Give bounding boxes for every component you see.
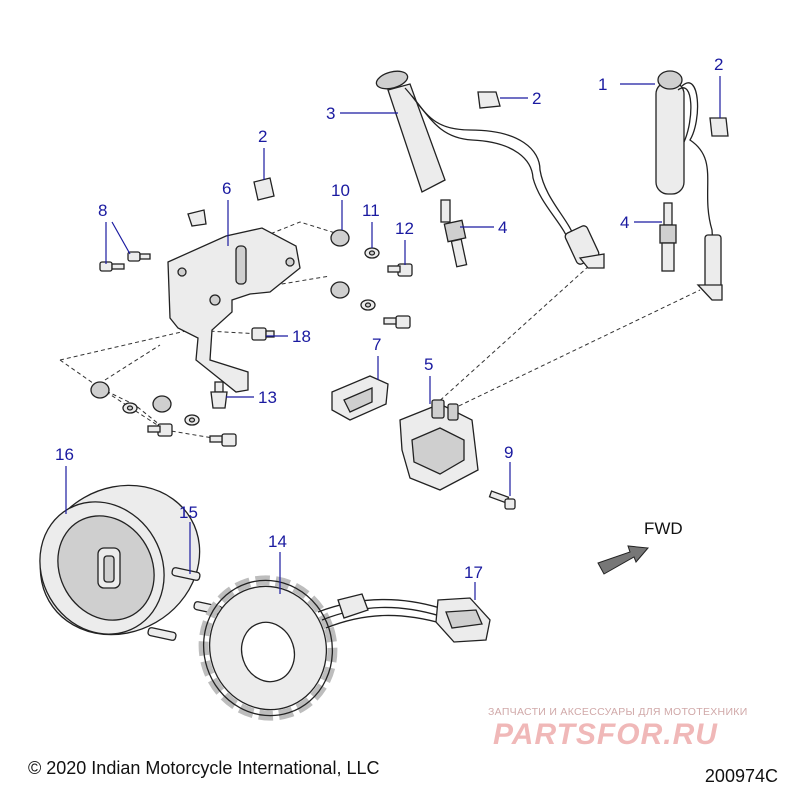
callout-15: 15 xyxy=(179,503,198,522)
callout-2-bracket: 2 xyxy=(258,127,267,146)
leader-lines xyxy=(65,76,721,600)
watermark-tagline: ЗАПЧАСТИ И АКСЕССУАРЫ ДЛЯ МОТОТЕХНИКИ xyxy=(488,706,748,718)
bolt-12-upper xyxy=(387,263,413,277)
callout-2-center: 2 xyxy=(532,89,541,108)
clip-upper-center xyxy=(477,91,501,109)
clip-bracket xyxy=(253,177,275,201)
bolt-15-lower xyxy=(147,627,177,641)
callout-8: 8 xyxy=(98,201,107,220)
stator xyxy=(198,575,338,721)
grommet-lower-mid xyxy=(152,395,172,413)
callout-16: 16 xyxy=(55,445,74,464)
fwd-arrow-icon xyxy=(597,545,650,575)
stator-harness xyxy=(317,593,445,629)
bolt-12-lower xyxy=(383,315,411,329)
grommet-10-upper xyxy=(330,229,350,247)
callout-4-left: 4 xyxy=(498,218,507,237)
callout-3: 3 xyxy=(326,104,335,123)
spark-plug-right xyxy=(659,202,677,272)
mounting-bracket xyxy=(167,209,301,393)
copyright-notice: © 2020 Indian Motorcycle International, … xyxy=(28,758,380,778)
callout-6: 6 xyxy=(222,179,231,198)
bolt-15-upper xyxy=(171,567,201,581)
callout-numbers: 1 2 2 2 3 4 4 5 6 7 8 9 10 11 12 13 14 1… xyxy=(55,55,723,582)
callout-9: 9 xyxy=(504,443,513,462)
callout-18: 18 xyxy=(292,327,311,346)
callout-1: 1 xyxy=(598,75,607,94)
connector-17 xyxy=(435,597,491,643)
washer-11-upper xyxy=(364,247,380,259)
washer-11-lower xyxy=(360,299,376,311)
callout-4-right: 4 xyxy=(620,213,629,232)
callout-7: 7 xyxy=(372,335,381,354)
sensor-13 xyxy=(210,381,228,409)
ignition-coil-left xyxy=(375,70,605,269)
grommet-lower-left xyxy=(90,381,110,399)
bolt-8-right xyxy=(127,251,151,262)
fwd-label: FWD xyxy=(644,519,683,538)
ignition-coil-right xyxy=(655,70,723,301)
callout-11: 11 xyxy=(362,201,380,220)
bolt-lower-mid xyxy=(209,433,237,447)
callout-2-right: 2 xyxy=(714,55,723,74)
bolt-lower-left xyxy=(147,423,173,437)
grommet-10-lower xyxy=(330,281,350,299)
watermark-logo: PARTSFOR.RU xyxy=(493,718,718,751)
callout-14: 14 xyxy=(268,532,287,551)
flywheel xyxy=(39,484,201,636)
callout-17: 17 xyxy=(464,563,483,582)
regulator-bracket xyxy=(331,375,389,421)
ignition-module xyxy=(399,399,479,491)
callout-5: 5 xyxy=(424,355,433,374)
callout-10: 10 xyxy=(331,181,350,200)
callout-12: 12 xyxy=(395,219,414,238)
washer-lower-mid xyxy=(184,414,200,426)
bolt-8-left xyxy=(99,261,125,272)
clip-upper-right xyxy=(709,117,729,137)
bolt-18 xyxy=(251,327,275,341)
callout-13: 13 xyxy=(258,388,277,407)
bolt-9 xyxy=(488,490,516,510)
diagram-number: 200974C xyxy=(704,766,778,786)
spark-plug-left xyxy=(440,199,468,268)
washer-lower-left xyxy=(122,402,138,414)
